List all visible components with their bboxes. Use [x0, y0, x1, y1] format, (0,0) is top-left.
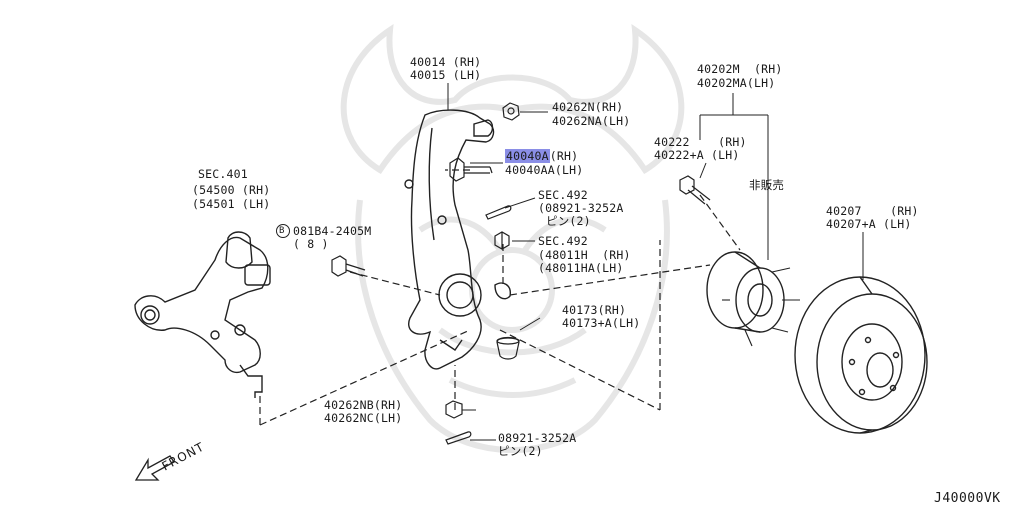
lower-control-arm: [134, 231, 271, 398]
lower-nut-rh-label: 40262NB(RH): [324, 398, 403, 412]
wheel-hub-assembly: [706, 251, 800, 347]
arm-bolt-part-label: 081B4-2405M: [293, 224, 372, 238]
hub-bolt: [679, 175, 711, 205]
watermark-emblem: [340, 23, 685, 453]
hub-bolt-rh-label: 40222 (RH): [654, 135, 747, 149]
lower-arm-lh-label: (54501 (LH): [192, 197, 271, 211]
pin-lower-qty-label: ピン(2): [498, 444, 543, 458]
boot-rh-label: 40173(RH): [562, 303, 627, 317]
cotter-pin-lower: [445, 431, 472, 445]
front-arrow-icon: [134, 455, 175, 481]
hub-assy-lh-label: 40202MA(LH): [697, 76, 776, 90]
bolt-lh-label: 40040AA(LH): [505, 163, 584, 177]
upper-nut-rh-label: 40262N(RH): [552, 100, 624, 114]
knuckle-bolt: [449, 157, 493, 182]
not-sold-label: 非販売: [749, 178, 785, 192]
hub-bolt-lh-label: 40222+A (LH): [654, 148, 740, 162]
steering-knuckle: [404, 109, 511, 370]
brake-rotor: [794, 276, 928, 434]
circled-b-icon: [276, 224, 290, 238]
nut-sec-lh-label: (48011HA(LH): [538, 261, 624, 275]
pin-upper-part-label: (08921-3252A: [538, 201, 624, 215]
bolt-rh-label[interactable]: 40040A(RH): [505, 149, 579, 163]
upper-nut: [502, 102, 520, 121]
knuckle-lh-label: 40015 (LH): [410, 68, 482, 82]
leader-lines: [447, 83, 864, 441]
boot-lh-label: 40173+A(LH): [562, 316, 641, 330]
cotter-pin-upper: [485, 205, 512, 220]
lower-nut-lh-label: 40262NC(LH): [324, 411, 403, 425]
arm-bolt-qty-label: ( 8 ): [293, 237, 329, 251]
lower-nut: [445, 400, 463, 419]
dust-boot: [496, 336, 520, 360]
lower-arm-rh-label: (54500 (RH): [192, 183, 271, 197]
knuckle-rh-label: 40014 (RH): [410, 55, 482, 69]
pin-lower-part-label: 08921-3252A: [498, 431, 577, 445]
bolt-rh-suffix: (RH): [549, 149, 579, 163]
hub-assy-rh-label: 40202M (RH): [697, 62, 783, 76]
arm-bolt: [331, 255, 366, 277]
pin-upper-qty-label: ピン(2): [546, 214, 591, 228]
lower-arm-sec-label: SEC.401: [198, 167, 248, 181]
assembly-lines: [259, 169, 741, 426]
rotor-rh-label: 40207 (RH): [826, 204, 919, 218]
pin-upper-sec-label: SEC.492: [538, 188, 588, 202]
nut-sec-label: SEC.492: [538, 234, 588, 248]
nut-sec-rh-label: (48011H (RH): [538, 248, 631, 262]
bolt-part-highlight[interactable]: 40040A: [505, 149, 550, 163]
upper-nut-lh-label: 40262NA(LH): [552, 114, 631, 128]
castle-nut: [494, 231, 510, 250]
diagram-code: J40000VK: [934, 491, 1001, 506]
rotor-lh-label: 40207+A (LH): [826, 217, 912, 231]
arm-bolt-mark: B: [279, 226, 285, 236]
